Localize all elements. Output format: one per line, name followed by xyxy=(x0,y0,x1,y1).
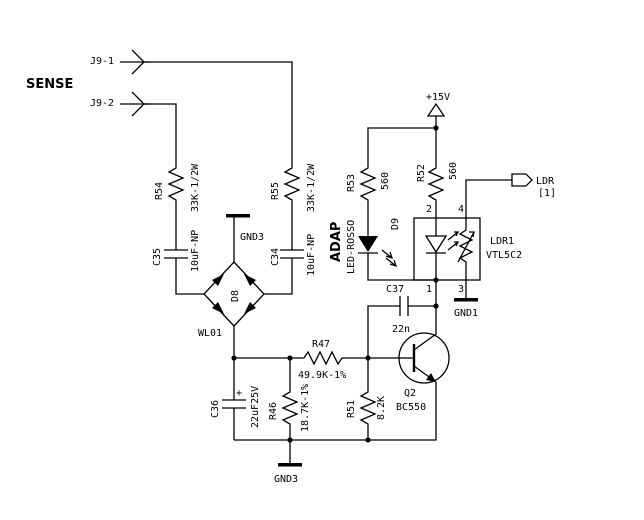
ground-gnd3-top: GND3 xyxy=(226,214,264,262)
supply-label: +15V xyxy=(426,92,450,103)
capacitor-c35: C35 10uF-NP xyxy=(152,230,204,295)
c36-ref: C36 xyxy=(210,400,221,418)
gnd3-bottom-label: GND3 xyxy=(274,474,298,485)
ldr1-pin-1: 1 xyxy=(426,284,432,295)
bridge-rectifier-d8: D8 WL01 xyxy=(198,261,265,339)
wire-j9-2 xyxy=(144,103,177,162)
resistor-r54: R54 33K-1/2W xyxy=(154,162,201,250)
d8-ref: D8 xyxy=(230,290,241,302)
c34-ref: C34 xyxy=(270,248,281,266)
connector-j9-1: J9-1 xyxy=(90,49,150,75)
transistor-q2: Q2 BC550 xyxy=(396,280,450,413)
gnd3-top-label: GND3 xyxy=(240,232,264,243)
c37-ref: C37 xyxy=(386,284,404,295)
wire-j9-1 xyxy=(144,61,293,162)
capacitor-c36: + C36 22uF25V xyxy=(210,386,261,440)
d9-part: LED-ROSSO xyxy=(346,220,357,274)
c35-ref: C35 xyxy=(152,248,163,266)
c36-polarity: + xyxy=(236,388,242,399)
d9-ref: D9 xyxy=(390,218,401,230)
led-d9: D9 LED-ROSSO ADAP xyxy=(329,218,436,281)
resistor-r52: R52 560 xyxy=(416,162,459,218)
r47-value: 49.9K-1% xyxy=(298,370,346,381)
c36-value: 22uF25V xyxy=(250,386,261,428)
d9-group: ADAP xyxy=(329,222,344,262)
r52-value: 560 xyxy=(448,162,459,180)
d8-part: WL01 xyxy=(198,328,222,339)
capacitor-c34: C34 10uF-NP xyxy=(264,234,317,295)
r51-ref: R51 xyxy=(346,400,357,418)
r53-value: 560 xyxy=(380,172,391,190)
q2-part: BC550 xyxy=(396,402,426,413)
c34-value: 10uF-NP xyxy=(306,234,317,276)
gnd1-label: GND1 xyxy=(454,308,478,319)
optocoupler-ldr1: 2 4 1 3 LDR1 VTL5C2 xyxy=(413,204,522,295)
ldr1-pin-4: 4 xyxy=(458,204,464,215)
supply-15v: +15V xyxy=(367,92,450,162)
c37-value: 22n xyxy=(392,324,410,335)
ldr1-ref: LDR1 xyxy=(490,236,514,247)
r53-ref: R53 xyxy=(346,174,357,192)
wire-bottom-bus xyxy=(234,382,437,441)
ldr1-part: VTL5C2 xyxy=(486,250,522,261)
r55-ref: R55 xyxy=(270,182,281,200)
resistor-r46: R46 18.7K-1% xyxy=(268,384,311,440)
r51-value: 8.2K xyxy=(376,396,387,420)
r46-value: 18.7K-1% xyxy=(300,384,311,432)
q2-ref: Q2 xyxy=(404,388,416,399)
r55-value: 33K-1/2W xyxy=(306,163,317,212)
ldr1-pin-2: 2 xyxy=(426,204,432,215)
ground-gnd3-bottom: GND3 xyxy=(274,440,302,485)
resistor-r55: R55 33K-1/2W xyxy=(270,162,317,250)
c35-value: 10uF-NP xyxy=(190,230,201,272)
connector-j9-1-label: J9-1 xyxy=(90,56,114,67)
connector-j9-2-label: J9-2 xyxy=(90,98,114,109)
resistor-r47: R47 49.9K-1% xyxy=(298,339,400,381)
connector-j9-2: J9-2 xyxy=(90,91,150,117)
r46-ref: R46 xyxy=(268,402,279,420)
resistor-r51: R51 8.2K xyxy=(346,358,387,440)
ground-gnd1: GND1 xyxy=(454,280,478,319)
r54-ref: R54 xyxy=(154,182,165,200)
ldr1-pin-3: 3 xyxy=(458,284,464,295)
ldr-connector-label: LDR xyxy=(536,176,555,187)
capacitor-c37: C37 22n xyxy=(367,284,436,358)
connector-ldr: LDR [1] xyxy=(465,173,556,218)
r52-ref: R52 xyxy=(416,164,427,182)
sense-label: SENSE xyxy=(26,77,73,92)
wire-bridge-out xyxy=(233,326,304,359)
r54-value: 33K-1/2W xyxy=(190,163,201,212)
resistor-r53: R53 560 xyxy=(346,162,391,236)
r47-ref: R47 xyxy=(312,339,330,350)
ldr-connector-sheet: [1] xyxy=(538,188,556,199)
